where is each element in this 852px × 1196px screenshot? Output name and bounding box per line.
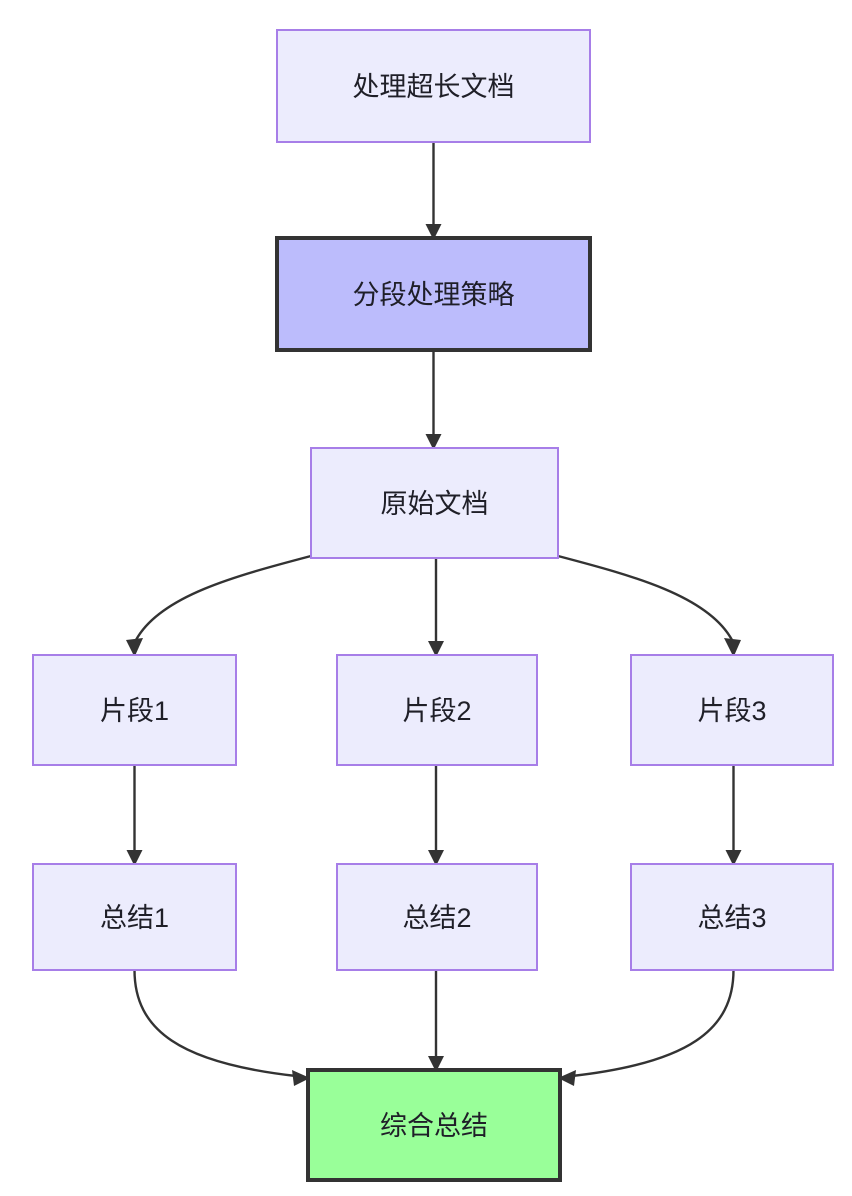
node-box[interactable] [306,1068,562,1182]
arrowhead-icon [126,850,143,866]
node-chunk3[interactable]: 片段3 [630,654,834,766]
node-strategy[interactable]: 分段处理策略 [275,236,592,352]
edge-chunk3-summary3 [725,765,742,866]
edge-line [557,554,734,641]
edge-strategy-source [425,350,442,450]
arrowhead-icon [425,224,442,240]
node-chunk2[interactable]: 片段2 [336,654,538,766]
edge-start-strategy [425,142,442,240]
node-box[interactable] [32,654,237,766]
node-summary3[interactable]: 总结3 [630,863,834,971]
arrowhead-icon [724,638,741,657]
arrowhead-icon [425,434,442,450]
node-label: 总结3 [697,903,766,933]
arrowhead-icon [126,638,143,657]
edges-layer [126,142,742,1086]
node-start[interactable]: 处理超长文档 [276,29,591,143]
node-label: 原始文档 [381,489,489,519]
arrowhead-icon [292,1070,310,1086]
node-label: 综合总结 [380,1111,488,1141]
arrowhead-icon [725,850,742,866]
edge-source-chunk1 [126,554,312,657]
node-box[interactable] [630,863,834,971]
edge-source-chunk2 [428,558,444,657]
arrowhead-icon [558,1070,576,1086]
node-label: 处理超长文档 [353,72,515,102]
node-summary1[interactable]: 总结1 [32,863,237,971]
node-box[interactable] [276,29,591,143]
node-label: 分段处理策略 [353,280,515,310]
arrowhead-icon [428,850,444,866]
edge-line [571,969,735,1078]
node-label: 片段3 [697,696,766,726]
edge-source-chunk3 [557,554,741,657]
node-box[interactable] [32,863,237,971]
node-box[interactable] [336,654,538,766]
node-label: 片段2 [402,696,471,726]
arrowhead-icon [428,641,444,657]
edge-line [133,969,297,1078]
node-box[interactable] [275,236,592,352]
node-box[interactable] [336,863,538,971]
node-final[interactable]: 综合总结 [306,1068,562,1182]
edge-summary2-final [428,970,444,1072]
node-label: 片段1 [100,696,169,726]
node-box[interactable] [630,654,834,766]
node-label: 总结2 [402,903,471,933]
edge-summary3-final [558,969,735,1086]
edge-summary1-final [133,969,310,1086]
node-chunk1[interactable]: 片段1 [32,654,237,766]
node-source[interactable]: 原始文档 [310,447,559,559]
edge-chunk1-summary1 [126,765,143,866]
node-summary2[interactable]: 总结2 [336,863,538,971]
edge-chunk2-summary2 [428,765,444,866]
arrowhead-icon [428,1056,444,1072]
node-box[interactable] [310,447,559,559]
edge-line [134,554,312,641]
node-label: 总结1 [100,903,169,933]
